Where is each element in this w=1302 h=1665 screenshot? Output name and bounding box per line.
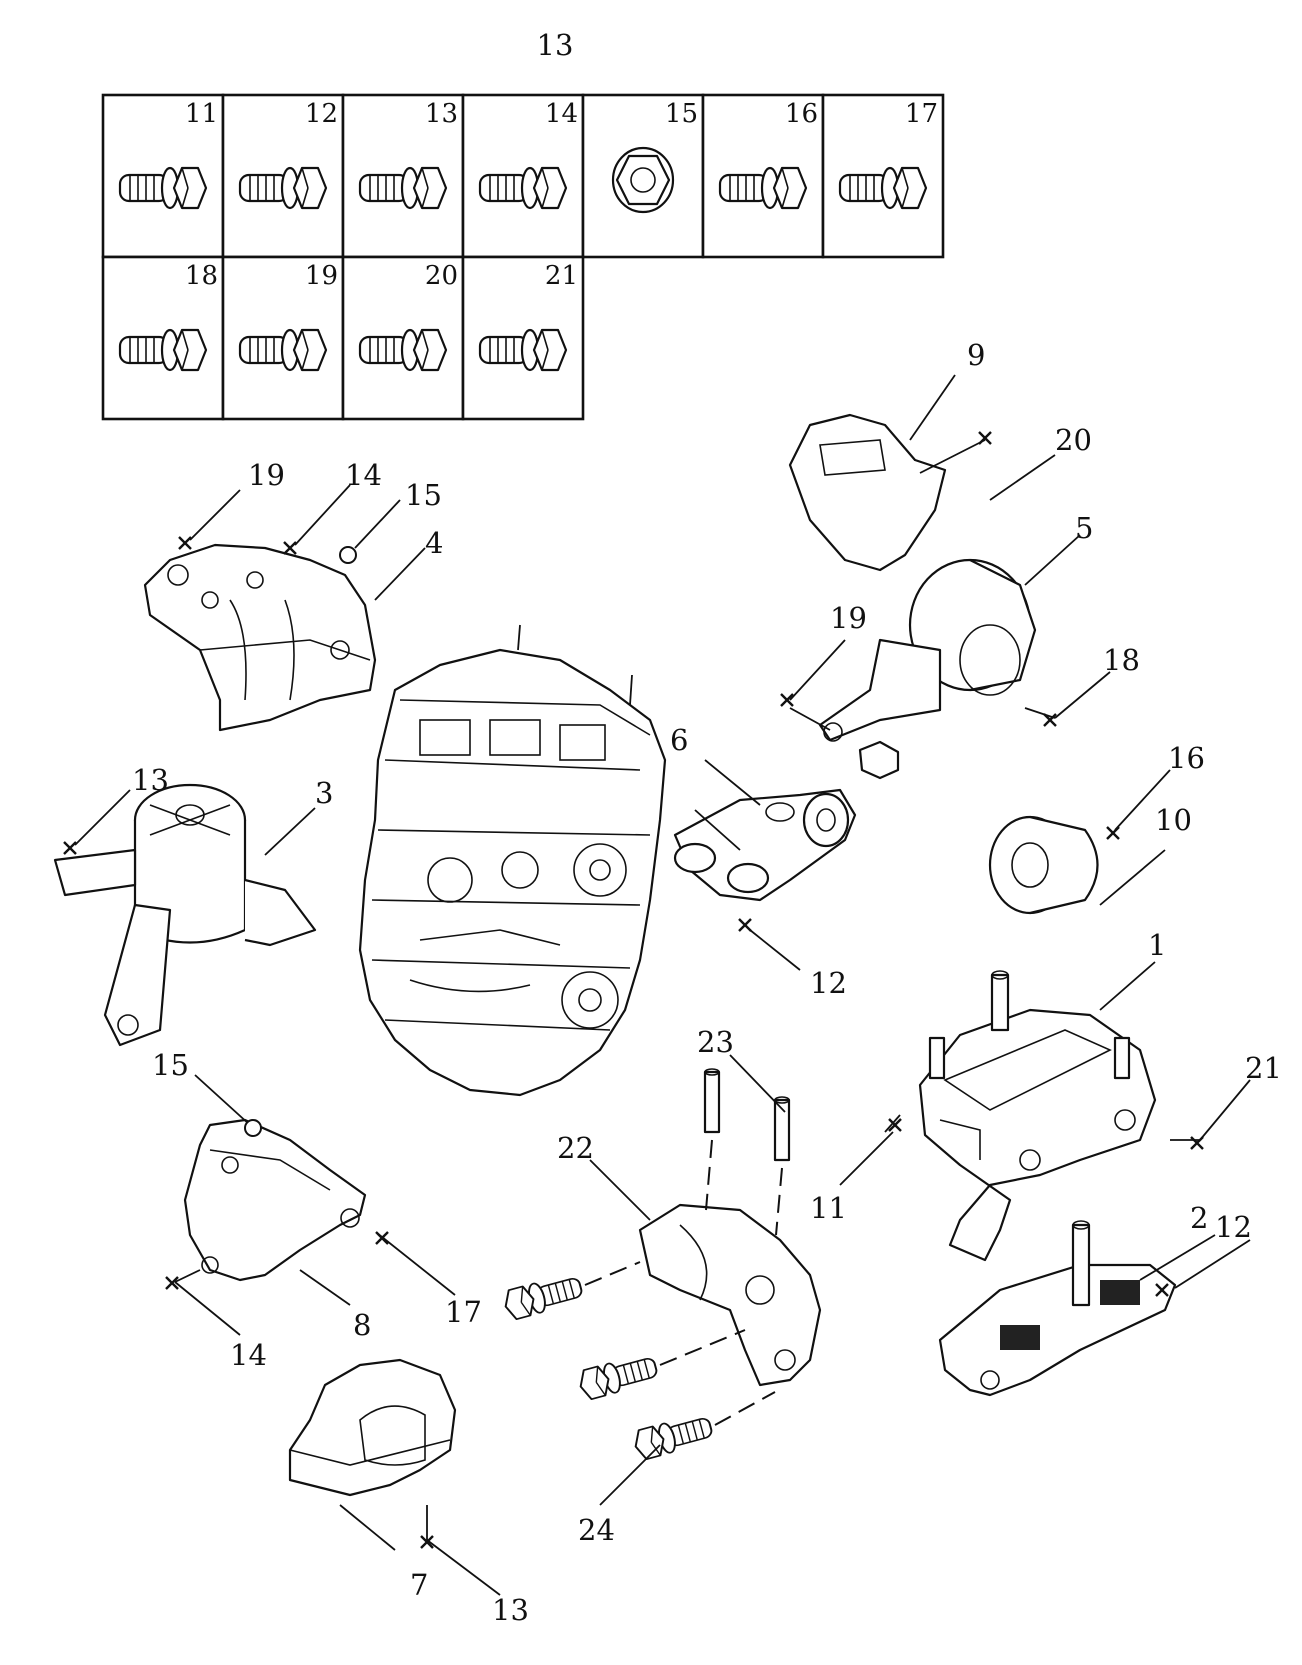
- part-22-bracket: [638, 1203, 822, 1387]
- part-24-bolts: [500, 1261, 776, 1462]
- bolt-icon: [630, 1411, 716, 1462]
- x-marker: [62, 840, 78, 856]
- grid-label-13: 13: [425, 99, 458, 129]
- callout-17: 17: [445, 1295, 482, 1329]
- callout-11: 11: [810, 1191, 847, 1225]
- part-3-mount: [53, 783, 317, 1047]
- part-23-studs: [703, 1068, 791, 1236]
- callout-19a: 19: [248, 458, 285, 492]
- callout-18: 18: [1103, 643, 1140, 677]
- callout-5: 5: [1075, 511, 1093, 545]
- x-marker: [374, 1230, 390, 1246]
- part-8-bracket: [183, 1118, 367, 1282]
- leader-lines: [74, 374, 1251, 1596]
- callout-2: 2: [1190, 1201, 1208, 1235]
- bolt-icon: [575, 1351, 661, 1402]
- callout-8: 8: [353, 1308, 371, 1342]
- diagram-title: 13: [537, 28, 574, 62]
- grid-label-18: 18: [185, 261, 218, 291]
- engine-assembly: [358, 624, 667, 1097]
- part-10-bushing: [988, 815, 1099, 915]
- part-9-cover: [788, 413, 947, 572]
- callout-12b: 12: [1215, 1210, 1252, 1244]
- callout-21: 21: [1245, 1051, 1282, 1085]
- nut-icon: [611, 146, 675, 214]
- callout-4: 4: [425, 526, 443, 560]
- callout-9: 9: [967, 338, 985, 372]
- grid-label-16: 16: [785, 99, 818, 129]
- grid-label-20: 20: [425, 261, 458, 291]
- x-marker: [737, 917, 753, 933]
- part-7-mount: [288, 1358, 457, 1497]
- callout-20: 20: [1055, 423, 1092, 457]
- callout-22: 22: [557, 1131, 594, 1165]
- x-marker: [177, 535, 193, 551]
- fastener-grid: 11 12 13 14 15 16 17 18 19 20 21: [101, 93, 945, 421]
- grid-label-17: 17: [905, 99, 938, 129]
- callout-14b: 14: [230, 1338, 267, 1372]
- grid-label-21: 21: [545, 261, 578, 291]
- grid-label-12: 12: [305, 99, 338, 129]
- x-marker: [1189, 1135, 1205, 1151]
- grid-label-15: 15: [665, 99, 698, 129]
- washer-marker: [244, 1119, 262, 1137]
- callout-15b: 15: [152, 1048, 189, 1082]
- grid-label-11: 11: [185, 99, 218, 129]
- callout-labels: 1 2 3 4 5 6 7 8 9 10 11 12 12 13 13 14 1…: [132, 338, 1282, 1627]
- callout-13a: 13: [132, 763, 169, 797]
- part-4-bracket: [143, 543, 377, 732]
- x-marker: [282, 540, 298, 556]
- callout-10: 10: [1155, 803, 1192, 837]
- washer-marker: [339, 546, 357, 564]
- x-marker: [977, 430, 993, 446]
- callout-15a: 15: [405, 478, 442, 512]
- callout-23: 23: [697, 1025, 734, 1059]
- bolt-icon: [500, 1271, 586, 1322]
- x-marker: [1105, 825, 1121, 841]
- grid-label-14: 14: [545, 99, 578, 129]
- callout-24: 24: [578, 1513, 615, 1547]
- part-2-mount-plate: [938, 1220, 1177, 1397]
- callout-16: 16: [1168, 741, 1205, 775]
- callout-12a: 12: [810, 966, 847, 1000]
- callout-19b: 19: [830, 601, 867, 635]
- callout-1: 1: [1148, 928, 1166, 962]
- callout-3: 3: [315, 776, 333, 810]
- part-5-mount: [818, 558, 1037, 780]
- callout-6: 6: [670, 723, 688, 757]
- part-6-bracket: [673, 788, 857, 902]
- part-1-mount-bracket: [918, 970, 1157, 1262]
- grid-label-19: 19: [305, 261, 338, 291]
- callout-7: 7: [410, 1568, 428, 1602]
- callout-13b: 13: [492, 1593, 529, 1627]
- fastener-markers: [62, 430, 1205, 1550]
- callout-14a: 14: [345, 458, 382, 492]
